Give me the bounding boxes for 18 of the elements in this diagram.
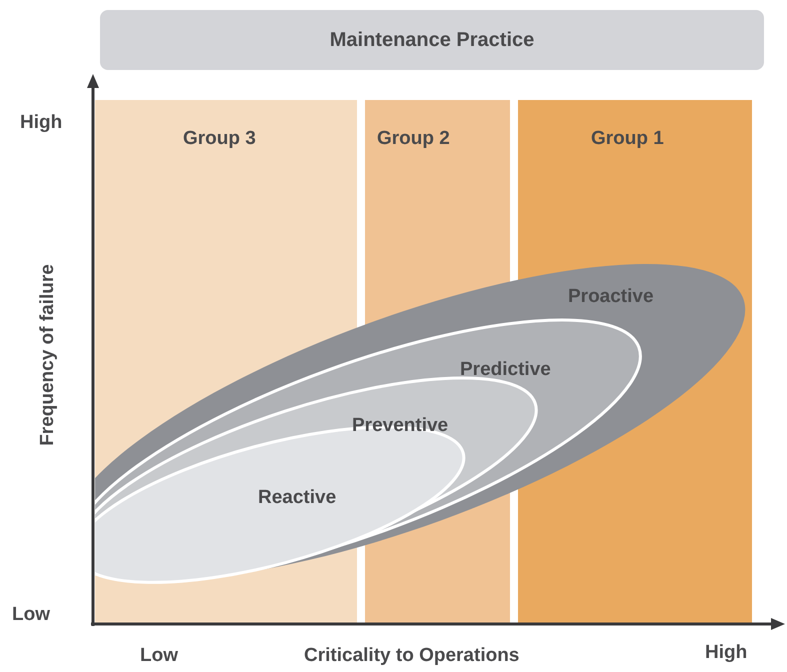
- region-label: Preventive: [352, 414, 448, 437]
- banner-title: Maintenance Practice: [330, 28, 534, 52]
- axis-title: Criticality to Operations: [304, 645, 520, 667]
- region-label: Proactive: [568, 286, 654, 308]
- group-label: Group 1: [591, 128, 664, 150]
- axis-tick-label: High: [705, 642, 748, 664]
- group-band: [518, 100, 752, 280]
- region-label: Reactive: [258, 486, 336, 509]
- title-banner: [100, 10, 764, 70]
- axis-tick-label: Low: [140, 645, 178, 667]
- group-label: Group 3: [183, 128, 256, 150]
- group-band: [95, 100, 357, 280]
- axis-tick-label: High: [20, 112, 62, 134]
- axis-tick-label: Low: [12, 604, 50, 626]
- group-label: Group 2: [377, 128, 450, 150]
- axis-title: Frequency of failure: [37, 264, 59, 446]
- group-band: [365, 100, 510, 280]
- region-label: Predictive: [460, 358, 551, 381]
